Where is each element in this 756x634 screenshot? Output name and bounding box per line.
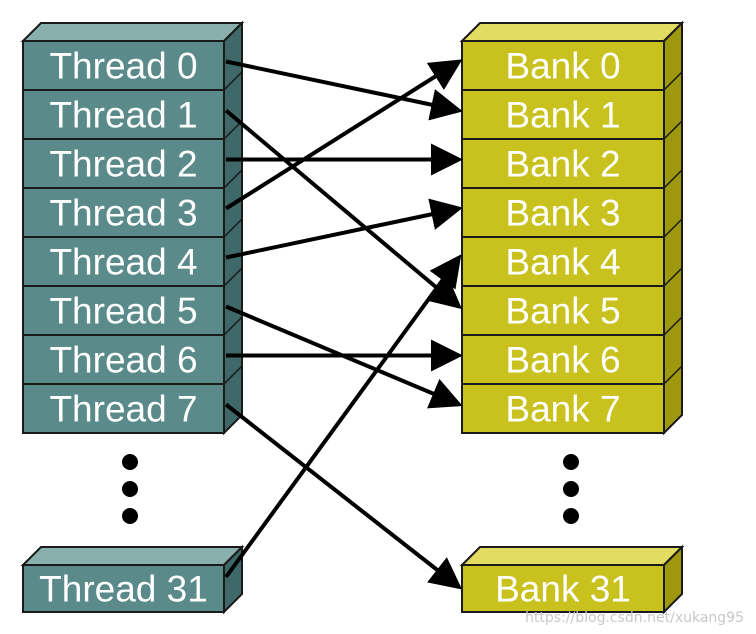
bank-cell-0: Bank 0 <box>461 40 683 91</box>
bank-cell-1: Bank 1 <box>461 89 683 140</box>
bank-last-label: Bank 31 <box>495 569 631 610</box>
thread-side-divider <box>223 316 243 336</box>
bank-cell-face <box>461 187 665 238</box>
bank-label: Bank 5 <box>505 291 620 332</box>
thread-side-divider <box>223 267 243 287</box>
thread-label: Thread 2 <box>49 144 197 185</box>
bank-label: Bank 7 <box>505 389 620 430</box>
thread-last-label: Thread 31 <box>39 569 208 610</box>
arrow-thread-4-to-bank-3 <box>225 198 463 260</box>
thread-cell-7: Thread 7 <box>22 383 243 434</box>
thread-label: Thread 7 <box>49 389 197 430</box>
thread-cell-2: Thread 2 <box>22 138 243 189</box>
arrow-thread-7-to-bank-31 <box>224 402 463 590</box>
thread-cell-face <box>22 236 225 287</box>
bank-cell-4: Bank 4 <box>461 236 683 287</box>
thread-cell-face <box>22 383 225 434</box>
bank-cell-3: Bank 3 <box>461 187 683 238</box>
thread-cell-1: Thread 1 <box>22 89 243 140</box>
bank-label: Bank 0 <box>505 46 620 87</box>
thread-cell-face <box>22 89 225 140</box>
bank-cell-face <box>461 40 665 91</box>
thread-ellipsis <box>122 454 138 524</box>
thread-cell-3: Thread 3 <box>22 187 243 238</box>
bank-label: Bank 4 <box>505 242 620 283</box>
bank-side-divider <box>663 120 683 140</box>
bank-cell-face <box>461 383 665 434</box>
thread-stack: Thread 0 Thread 1 Thread 2 Thread 3 Thread 4… <box>20 20 245 615</box>
thread-label: Thread 3 <box>49 193 197 234</box>
bank-label: Bank 1 <box>505 95 620 136</box>
bank-cell-5: Bank 5 <box>461 285 683 336</box>
thread-last-top <box>20 546 245 566</box>
thread-cell-0: Thread 0 <box>22 40 243 91</box>
arrow-thread-31-to-bank-4 <box>224 254 462 579</box>
bank-stack-top <box>459 22 685 42</box>
thread-side-divider <box>223 71 243 91</box>
mapping-arrows <box>224 59 463 590</box>
watermark: https://blog.csdn.net/xukang95 <box>525 610 744 626</box>
thread-cell-5: Thread 5 <box>22 285 243 336</box>
bank-cell-face <box>461 138 665 189</box>
bank-cell-face <box>461 236 665 287</box>
bank-cell-2: Bank 2 <box>461 138 683 189</box>
thread-last-face <box>22 564 225 613</box>
bank-last-top <box>459 546 685 566</box>
bank-side-divider <box>663 414 683 434</box>
bank-side-divider <box>663 218 683 238</box>
thread-label: Thread 4 <box>49 242 197 283</box>
arrow-thread-3-to-bank-0 <box>224 59 463 211</box>
thread-label: Thread 1 <box>49 95 197 136</box>
thread-cell-4: Thread 4 <box>22 236 243 287</box>
thread-side-divider <box>223 414 243 434</box>
thread-side-divider <box>223 365 243 385</box>
bank-label: Bank 3 <box>505 193 620 234</box>
arrow-thread-0-to-bank-1 <box>225 59 463 121</box>
bank-cell-face <box>461 285 665 336</box>
thread-cell-6: Thread 6 <box>22 334 243 385</box>
thread-label: Thread 5 <box>49 291 197 332</box>
bank-cell-last: Bank 31 <box>459 544 685 615</box>
arrow-thread-1-to-bank-5 <box>224 108 463 310</box>
thread-label: Thread 6 <box>49 340 197 381</box>
thread-cell-last: Thread 31 <box>20 544 245 615</box>
bank-ellipsis <box>563 454 579 524</box>
bank-cell-7: Bank 7 <box>461 383 683 434</box>
bank-stack: Bank 0 Bank 1 Bank 2 Bank 3 Bank 4 Bank 5 Bank… <box>459 20 685 615</box>
thread-side-divider <box>223 169 243 189</box>
bank-side-divider <box>663 71 683 91</box>
thread-cell-face <box>22 40 225 91</box>
bank-last-face <box>461 564 665 613</box>
thread-stack-top <box>20 22 245 42</box>
bank-side-divider <box>663 267 683 287</box>
bank-side-divider <box>663 316 683 336</box>
thread-side-divider <box>223 218 243 238</box>
bank-side-divider <box>663 169 683 189</box>
bank-cell-6: Bank 6 <box>461 334 683 385</box>
bank-side-divider <box>663 365 683 385</box>
bank-label: Bank 2 <box>505 144 620 185</box>
thread-label: Thread 0 <box>49 46 197 87</box>
bank-label: Bank 6 <box>505 340 620 381</box>
